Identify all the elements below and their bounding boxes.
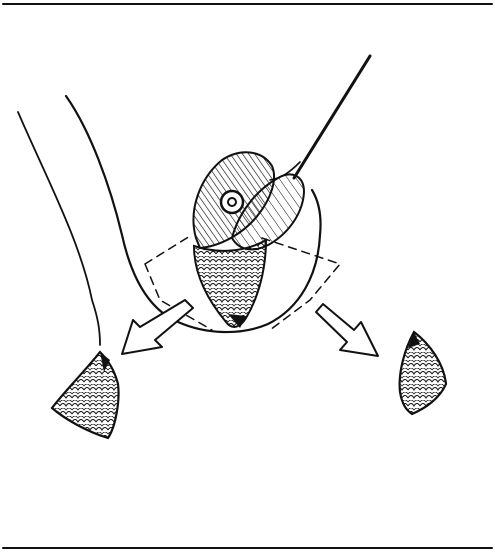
arrow-right [316, 304, 378, 356]
center-ring-outer [221, 191, 243, 213]
excised-fragment-right [400, 332, 446, 414]
outer-contour-line [18, 112, 100, 345]
excised-fragment-left [52, 352, 119, 438]
instrument-shaft [294, 56, 370, 178]
tumor-lower-segment [194, 240, 266, 327]
